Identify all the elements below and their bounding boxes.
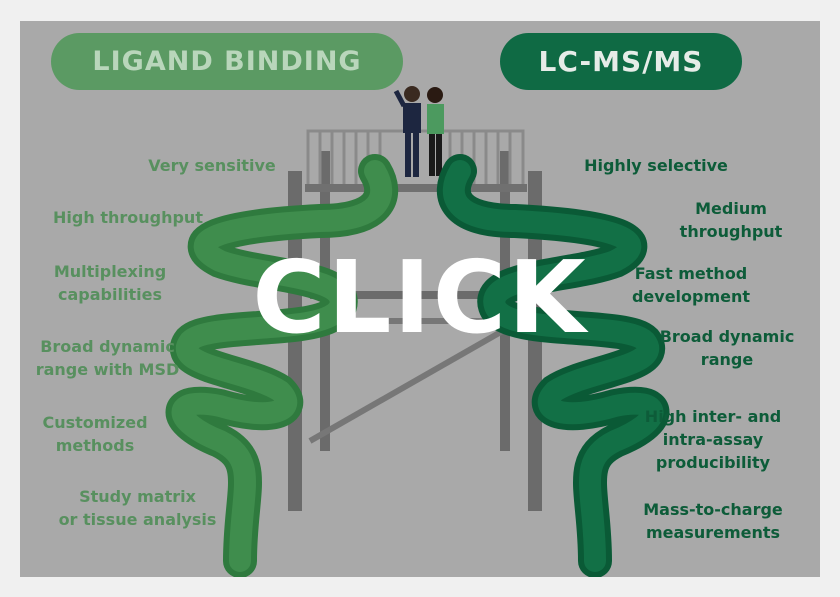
right-label-5: High inter- and intra-assay producibilit… — [644, 407, 782, 472]
right-label-4: Broad dynamic range — [659, 327, 795, 369]
right-label-3: Fast method development — [631, 264, 751, 306]
lc-ms-ms-header: LC-MS/MS — [500, 33, 742, 90]
left-label-5: Customized methods — [42, 413, 148, 455]
left-label-6: Study matrix or tissue analysis — [58, 487, 217, 529]
right-label-6: Mass-to-charge measurements — [643, 500, 783, 542]
right-label-2: Medium throughput — [679, 199, 783, 241]
left-label-1: Very sensitive — [148, 156, 276, 175]
click-overlay-text[interactable]: CLICK — [252, 239, 588, 356]
person-left-icon — [393, 86, 421, 177]
left-label-3: Multiplexing capabilities — [53, 262, 167, 304]
ligand-binding-header: LIGAND BINDING — [51, 33, 403, 90]
slides-illustration — [166, 86, 669, 577]
right-label-1: Highly selective — [584, 156, 728, 175]
left-label-2: High throughput — [53, 208, 203, 227]
infographic-frame[interactable]: LIGAND BINDING LC-MS/MS — [20, 21, 820, 577]
left-label-4: Broad dynamic range with MSD — [35, 337, 180, 379]
person-right-icon — [427, 87, 444, 176]
